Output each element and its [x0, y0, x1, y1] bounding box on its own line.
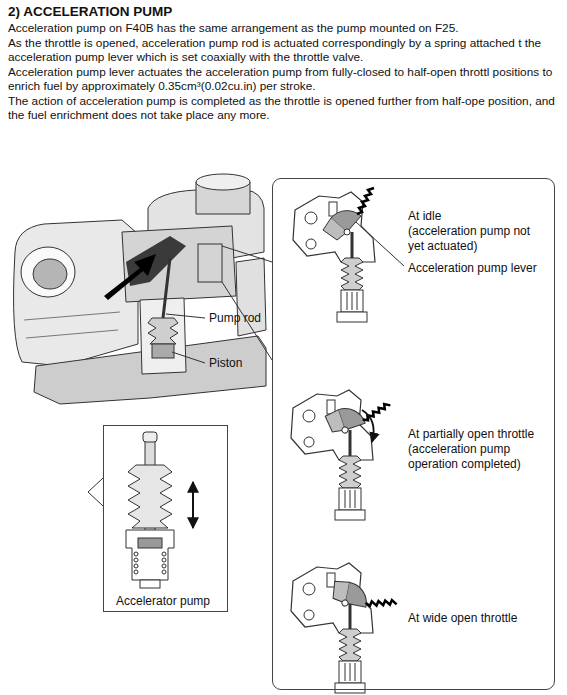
detail-panel: At idle(acceleration pump not yet actuat…: [272, 178, 555, 690]
state-note: (acceleration pump not yet actuated): [408, 224, 540, 253]
engine-illustration: [14, 174, 272, 404]
pump-rod: [163, 258, 170, 318]
bellows: [148, 318, 178, 344]
block-detail: [24, 312, 120, 338]
cylinder-top: [196, 174, 250, 190]
inset-pointer: [88, 478, 103, 506]
pump-unit-partial: [291, 390, 373, 520]
stroke-arrow: [192, 482, 194, 528]
state-heading: At idle: [408, 209, 548, 224]
lever-wide-open: [326, 560, 397, 630]
state-heading: At partially open throttle: [408, 427, 553, 442]
rod-knob: [143, 432, 157, 442]
pump-housing: [126, 530, 174, 580]
body-text: Acceleration pump on F40B has the same a…: [8, 21, 564, 123]
leader-line: [356, 222, 404, 266]
section-title: 2) ACCELERATION PUMP: [8, 4, 172, 19]
intake-opening: [21, 247, 75, 297]
body-paragraph: Acceleration pump lever actuates the acc…: [8, 65, 564, 94]
part-name: Acceleration pump lever: [408, 261, 553, 276]
part-name: Piston: [209, 356, 242, 370]
pump-outlet: [140, 580, 160, 588]
lever-idle: [323, 188, 374, 240]
inset-frame: Accelerator pump: [103, 425, 228, 612]
part-name: Pump rod: [209, 311, 261, 325]
leader-line: [172, 352, 205, 363]
pump-spring: [134, 552, 166, 574]
detail-callout-frame: [198, 244, 222, 282]
leader-line: [166, 314, 205, 318]
intake-bore: [33, 259, 67, 289]
state-note: (acceleration pump operation completed): [408, 442, 538, 471]
figure-caption: Accelerator pump: [116, 594, 228, 609]
pump-unit-wide-open: [291, 563, 373, 693]
lever-partial: [320, 380, 390, 451]
piston: [138, 538, 162, 548]
linkage-area: [126, 236, 186, 286]
body-paragraph: Acceleration pump on F40B has the same a…: [8, 21, 564, 36]
body-paragraph: The action of acceleration pump is compl…: [8, 94, 564, 123]
bellows: [128, 465, 172, 528]
detail-callout-line: [222, 246, 272, 262]
state-heading: At wide open throttle: [408, 611, 553, 626]
rotation-arrow: [362, 410, 374, 442]
lever-positions: [291, 188, 404, 693]
engine-block: [14, 220, 138, 366]
body-paragraph: As the throttle is opened, acceleration …: [8, 36, 564, 65]
piston: [152, 344, 174, 358]
direction-arrow: [104, 254, 156, 300]
